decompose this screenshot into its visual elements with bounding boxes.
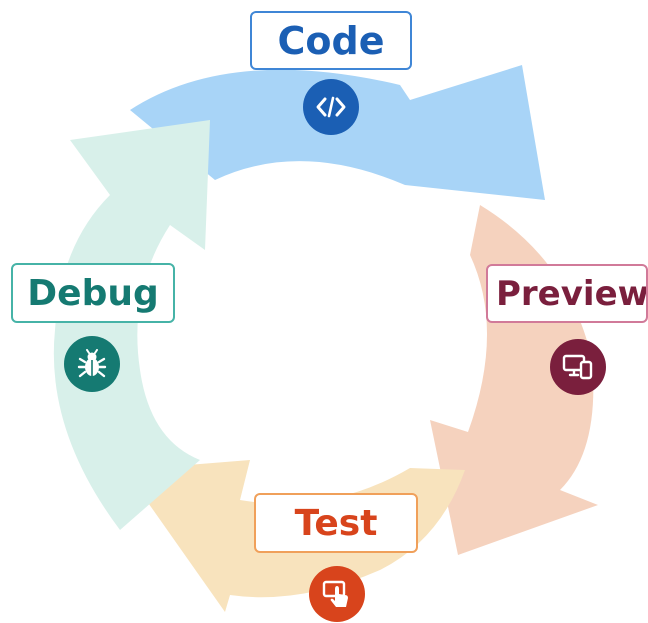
devices-icon (550, 339, 606, 395)
code-icon (303, 79, 359, 135)
stage-box-code: Code (250, 11, 412, 70)
arrow-debug-to-code (53, 120, 210, 530)
stage-label-test: Test (294, 502, 378, 544)
touch-icon (309, 566, 365, 622)
stage-label-preview: Preview (496, 273, 648, 314)
stage-box-debug: Debug (11, 263, 175, 323)
stage-box-test: Test (254, 493, 418, 553)
bug-icon (64, 336, 120, 392)
stage-box-preview: Preview (486, 264, 648, 323)
stage-label-debug: Debug (27, 272, 159, 314)
stage-label-code: Code (277, 18, 385, 63)
